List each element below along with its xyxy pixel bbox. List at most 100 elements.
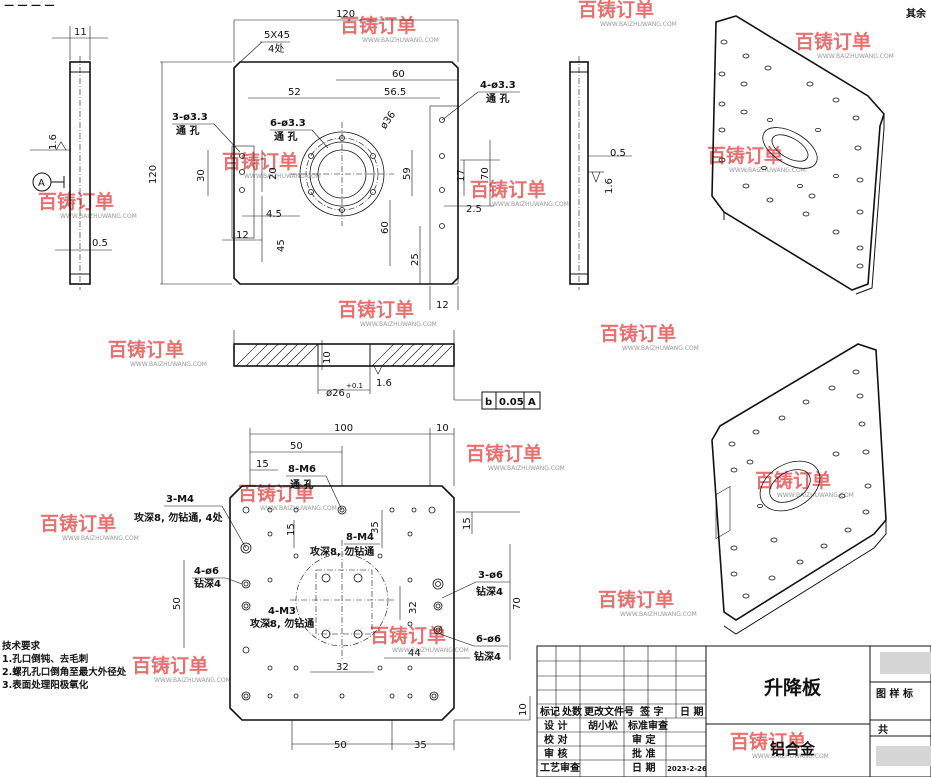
total-label: 共	[878, 723, 888, 736]
dim-thickness: 0.5	[92, 238, 108, 249]
chamfer-label: 5X45	[264, 30, 290, 41]
tech-title: 技术要求	[2, 641, 41, 652]
tb-r3c0: 审 核	[544, 747, 567, 760]
phi6c-note: 钻深4	[474, 650, 501, 663]
watermark-text: 百铸订单	[370, 624, 446, 647]
tb-r3c2: 批 准	[632, 747, 655, 760]
tb-r1c0: 设 计	[544, 719, 567, 732]
watermark-url: WWW.BAIZHUWANG.COM	[777, 492, 854, 499]
part-name: 升降板	[764, 676, 822, 699]
watermark-url: WWW.BAIZHUWANG.COM	[392, 647, 469, 654]
dim-25: 25	[410, 253, 421, 266]
dim-10: 10	[322, 351, 333, 364]
dim-overall-height: 120	[148, 165, 159, 184]
bottom-dim-15c: 15	[462, 517, 473, 530]
watermark-text: 百铸订单	[132, 654, 208, 677]
bottom-dim-35: 35	[370, 521, 381, 534]
material: 铝合金	[770, 740, 816, 758]
tb-r1c1: 胡小松	[588, 719, 618, 732]
watermark-url: WWW.BAIZHUWANG.COM	[362, 37, 439, 44]
tb-r0c1: 处数	[561, 705, 583, 718]
tech-item: 2.螺孔孔口倒角至最大外径处	[2, 667, 127, 678]
watermark-text: 百铸订单	[598, 588, 674, 611]
watermark-url: WWW.BAIZHUWANG.COM	[492, 201, 569, 208]
watermark-url: WWW.BAIZHUWANG.COM	[600, 21, 677, 28]
bottom-holes	[240, 505, 444, 701]
section-roughness: 1.6	[376, 378, 392, 389]
holes-left-thru: 通 孔	[176, 124, 199, 137]
watermark-text: 百铸订单	[707, 144, 783, 167]
watermark-text: 百铸订单	[108, 338, 184, 361]
tb-r0c0: 标记	[539, 705, 560, 718]
dim-17: 17	[456, 169, 467, 182]
dim-20: 20	[268, 167, 279, 180]
dim-12a: 12	[236, 230, 249, 241]
watermark-text: 百铸订单	[730, 730, 806, 753]
dim-width: 11	[74, 27, 87, 38]
m4a-label: 3-M4	[166, 494, 194, 505]
bore-tol-lower: 0	[346, 392, 350, 400]
m3-note: 攻深8, 勿钻通	[250, 617, 314, 630]
watermark-url: WWW.BAIZHUWANG.COM	[260, 505, 337, 512]
dim-flat: 0.5	[610, 148, 626, 159]
blurred-block	[880, 652, 931, 674]
phi6b-note: 钻深4	[476, 585, 503, 598]
tb-r1c2: 标准审查	[627, 719, 669, 732]
roughness-right: 1.6	[604, 178, 615, 194]
m4b-label: 8-M4	[346, 532, 374, 543]
watermark-text: 百铸订单	[38, 190, 114, 213]
watermark-text: 百铸订单	[338, 298, 414, 321]
bottom-dim-15a: 15	[256, 459, 269, 470]
watermark-url: WWW.BAIZHUWANG.COM	[60, 213, 137, 220]
watermark-url: WWW.BAIZHUWANG.COM	[62, 535, 139, 542]
bottom-dim-10-right: 10	[518, 703, 529, 716]
side-view-left: 11 1.6 A 0.5	[30, 26, 112, 290]
tb-date: 2023-2-26	[667, 765, 707, 773]
dim-70: 70	[480, 167, 491, 180]
dim-59: 59	[402, 167, 413, 180]
watermark-text: 百铸订单	[238, 482, 314, 505]
tech-item: 1.孔口倒钝、去毛刺	[2, 654, 89, 665]
tb-r0c4: 日 期	[680, 705, 703, 718]
section-view: 10 ø26 +0.1 0 1.6 b 0.05 A	[233, 330, 541, 410]
tech-item: 3.表面处理阳极氧化	[2, 680, 89, 691]
phi6a-note: 钻深4	[194, 577, 221, 590]
tb-r0c2: 更改文件号	[584, 705, 634, 718]
watermark-url: WWW.BAIZHUWANG.COM	[154, 677, 231, 684]
holes-right-thru: 通 孔	[486, 92, 509, 105]
watermark-url: WWW.BAIZHUWANG.COM	[620, 611, 697, 618]
watermark-text: 百铸订单	[470, 178, 546, 201]
watermark-text: 百铸订单	[578, 0, 654, 21]
phi6a-label: 4-ø6	[194, 566, 219, 577]
m6-label: 8-M6	[288, 464, 316, 475]
bottom-dim-32a: 32	[336, 662, 349, 673]
tb-r4c2: 日 期	[632, 761, 655, 774]
dim-56-5: 56.5	[384, 87, 406, 98]
watermark-text: 百铸订单	[40, 512, 116, 535]
bottom-dim-10-top: 10	[436, 423, 449, 434]
holes-center-label: 6-ø3.3	[270, 118, 306, 129]
dim-60b: 60	[380, 221, 391, 234]
watermark-url: WWW.BAIZHUWANG.COM	[360, 321, 437, 328]
top-right-note: 其余	[906, 7, 927, 20]
m6-thru: 通 孔	[290, 478, 313, 491]
gdt-datum: A	[528, 397, 536, 408]
isometric-view-bottom	[711, 343, 887, 635]
holes-left-label: 3-ø3.3	[172, 112, 208, 123]
watermark-text: 百铸订单	[755, 469, 831, 492]
bottom-dim-100: 100	[334, 423, 353, 434]
phi6c-label: 6-ø6	[476, 634, 501, 645]
dim-60: 60	[392, 69, 405, 80]
dim-4-5: 4.5	[266, 209, 282, 220]
dim-45: 45	[276, 239, 287, 252]
bottom-dim-50-left: 50	[172, 597, 183, 610]
top-left-fragment: — — — —	[4, 0, 54, 11]
bottom-dim-15b: 15	[286, 523, 297, 536]
drawing-no-label: 图 样 标	[876, 687, 913, 700]
bore: ø26	[326, 388, 345, 399]
watermark-url: WWW.BAIZHUWANG.COM	[130, 361, 207, 368]
watermark-url: WWW.BAIZHUWANG.COM	[244, 173, 321, 180]
bottom-dim-44: 44	[408, 648, 421, 659]
datum-a: A	[38, 178, 45, 189]
